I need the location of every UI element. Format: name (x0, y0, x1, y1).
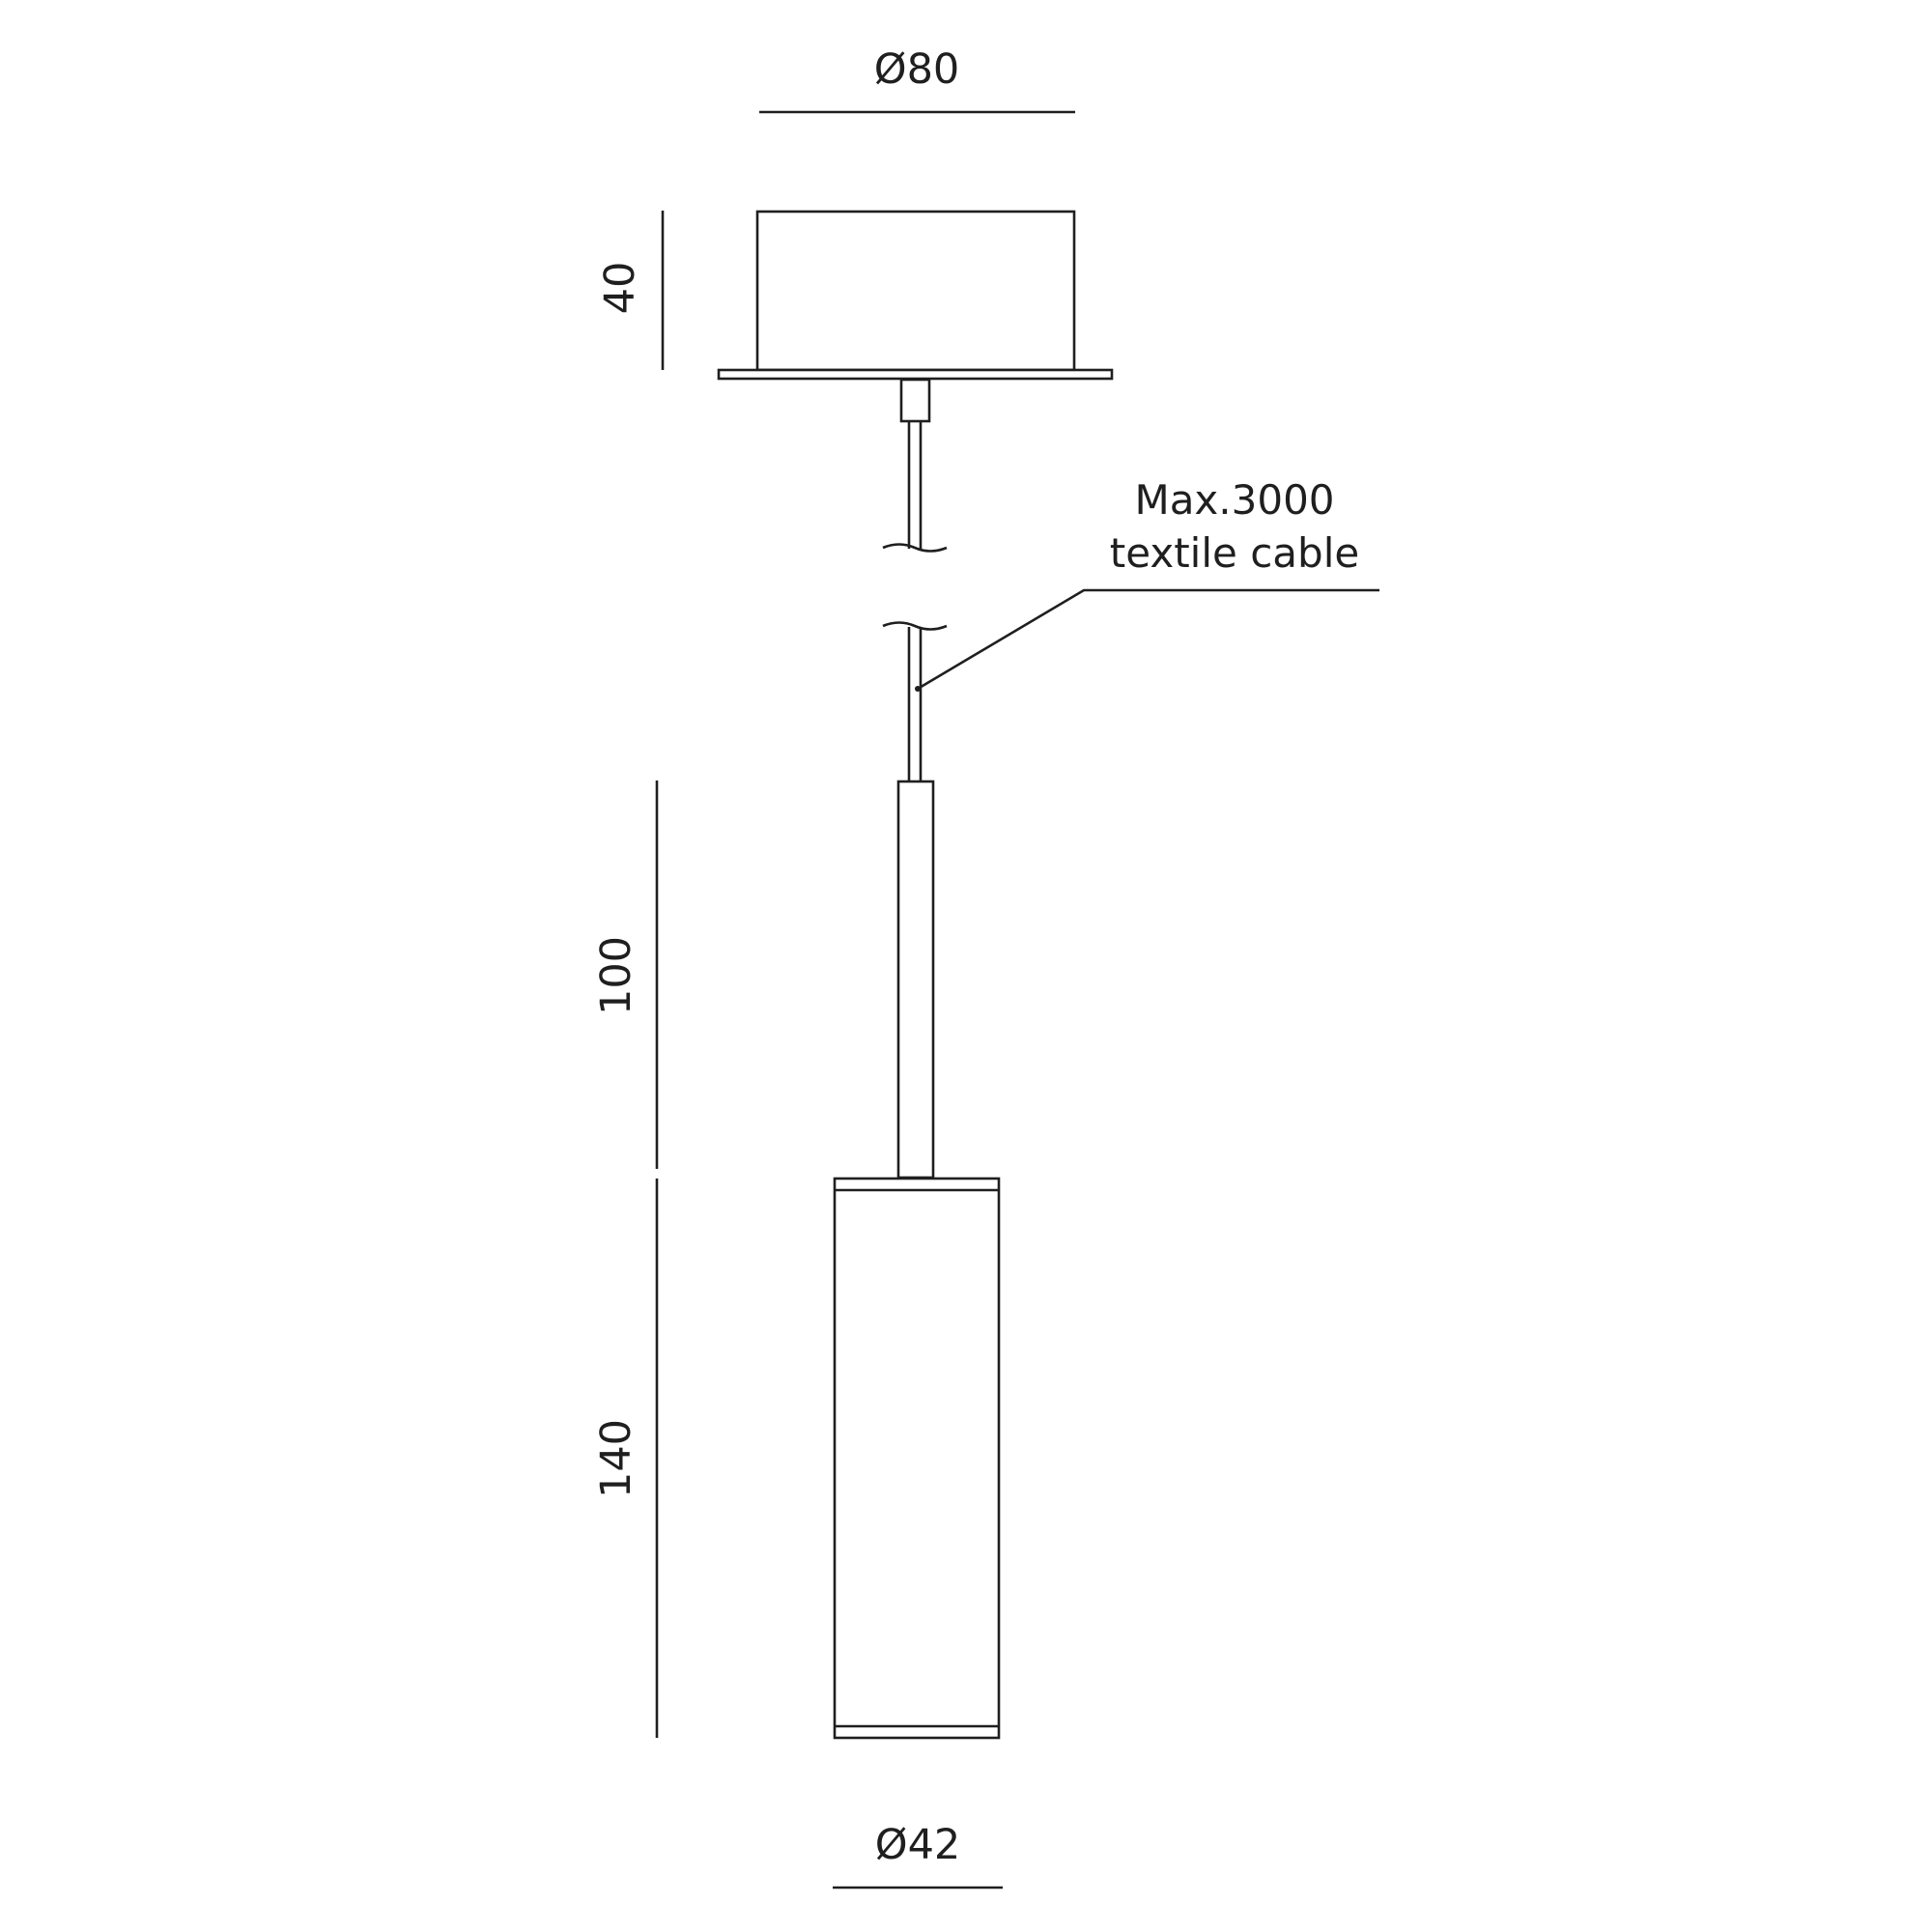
cable-break-upper (882, 543, 948, 553)
callout-leader-line (917, 588, 1379, 691)
callout-line-2: textile cable (1110, 529, 1359, 577)
cable-break-lower (882, 621, 948, 631)
canopy-height-dimension: 40 (596, 211, 665, 370)
stem-length-label: 100 (592, 936, 640, 1015)
shade-diameter-label: Ø42 (875, 1821, 961, 1869)
canopy-housing (755, 210, 1076, 372)
canopy-plate (717, 368, 1114, 381)
shade-length-label: 140 (592, 1419, 640, 1498)
callout-line-1: Max.3000 (1134, 476, 1334, 524)
canopy (717, 210, 1114, 381)
stem-tube (896, 780, 935, 1179)
cable-callout: Max.3000 textile cable (915, 476, 1379, 692)
canopy-diameter-dimension: Ø80 (759, 45, 1075, 114)
shade-length-dimension: 140 (592, 1179, 659, 1738)
shade-diameter-dimension: Ø42 (833, 1821, 1003, 1889)
callout-leader-dot (915, 686, 921, 692)
cable (882, 378, 948, 781)
stem-length-dimension: 100 (592, 781, 659, 1169)
shade-cylinder (833, 1177, 1001, 1740)
shade (833, 1177, 1001, 1740)
canopy-height-label: 40 (596, 262, 644, 315)
cable-grip (899, 378, 931, 423)
canopy-diameter-label: Ø80 (874, 45, 960, 94)
